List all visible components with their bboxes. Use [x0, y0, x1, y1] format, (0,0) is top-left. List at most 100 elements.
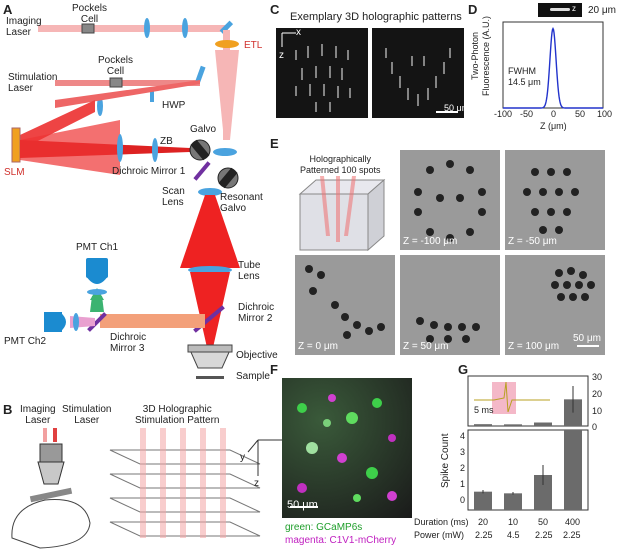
e-plane-5-label: Z = 100 μm	[508, 341, 560, 352]
d-xtick-3: 50	[575, 109, 586, 119]
stim-lens-1	[97, 96, 103, 116]
objective-top	[187, 344, 233, 353]
panel-e-letter: E	[270, 136, 279, 151]
c-scalebar-label: 50 μm	[444, 103, 470, 113]
g-ylabel: Spike Count	[440, 433, 451, 488]
e-plane-1-label: Z = -100 μm	[403, 236, 458, 247]
stim-beam-back	[55, 80, 200, 108]
pmt2-tip	[60, 312, 66, 332]
e-cube	[298, 176, 386, 252]
c-image-right	[372, 28, 464, 118]
etl-lens	[215, 40, 239, 48]
sample-plate	[196, 376, 224, 379]
d-xtick-4: 100	[597, 109, 613, 119]
b-pattern-label: 3D Holographic Stimulation Pattern	[135, 404, 220, 426]
panel-a-optical-diagram	[11, 18, 240, 379]
pockels-cell-1-label: Pockels Cell	[72, 3, 108, 25]
e-cube-label: Holographically Patterned 100 spots	[300, 154, 381, 175]
resonant-bar	[218, 167, 238, 189]
imaging-laser-label: Imaging Laser	[6, 16, 42, 38]
d-scalebar-label: 20 μm	[588, 5, 616, 16]
f-scalebar-label: 50 μm	[287, 499, 318, 511]
g-power-1: 4.5	[507, 530, 520, 540]
d-fwhm-curve	[503, 27, 603, 109]
pmt1-body	[86, 258, 108, 278]
b-headplate	[29, 487, 73, 503]
stim-lens-3	[152, 138, 158, 162]
g-bar-upper-1	[504, 424, 522, 426]
g-bar-upper-0	[474, 424, 492, 426]
e-scalebar-label: 50 μm	[573, 333, 601, 344]
b-axis-z-label: z	[254, 478, 259, 489]
pmt1-tip	[86, 276, 108, 284]
d-plot-frame	[502, 21, 604, 109]
b-plane-4	[109, 521, 261, 537]
b-microscope-body	[39, 443, 63, 463]
galvo-bar	[190, 139, 210, 161]
b-mouse	[11, 498, 91, 549]
zb-label: ZB	[160, 136, 173, 147]
g-duration-2: 50	[538, 517, 549, 527]
g-power-0: 2.25	[475, 530, 493, 540]
stimulation-laser-label: Stimulation Laser	[8, 72, 58, 94]
d-inset-image	[538, 3, 582, 17]
g-power-row-label: Power (mW)	[414, 530, 464, 540]
scan-lens-1	[213, 148, 237, 156]
pmt2-lens	[73, 313, 79, 331]
g-upper-ytick-3: 30	[592, 372, 603, 382]
objective-label: Objective	[236, 350, 278, 361]
b-plane-1	[109, 449, 261, 465]
g-inset-trace	[474, 381, 550, 413]
dichroic-2-label: Dichroic Mirror 2	[238, 302, 275, 324]
etl-label: ETL	[244, 40, 263, 51]
e-plane-5	[505, 255, 605, 355]
g-bar-chart	[467, 375, 589, 511]
b-plane-3	[109, 497, 261, 513]
imaging-beam	[38, 25, 228, 32]
c-image-left	[276, 28, 368, 118]
g-inset-scale: 5 ms	[474, 405, 494, 415]
f-legend-magenta: magenta: C1V1-mCherry	[285, 535, 397, 546]
tube-lens-label: Tube Lens	[238, 260, 261, 282]
slm-fan	[20, 120, 120, 175]
e-spots-1	[414, 160, 486, 242]
b-beams	[140, 428, 226, 538]
panel-f-letter: F	[270, 362, 278, 377]
g-upper-ytick-2: 20	[592, 389, 603, 399]
dichroic-1	[193, 161, 211, 181]
e-spots-5	[551, 267, 595, 301]
g-upper-ytick-0: 0	[592, 422, 598, 432]
g-bars	[474, 386, 582, 510]
d-xtick-1: -50	[520, 109, 534, 119]
panel-b-diagram	[11, 428, 282, 549]
sample-label: Sample	[236, 371, 270, 382]
g-bar-lower-1	[504, 493, 522, 510]
g-duration-1: 10	[508, 517, 519, 527]
g-power-2: 2.25	[535, 530, 553, 540]
stim-mirror	[195, 65, 206, 83]
panel-d-letter: D	[468, 2, 478, 17]
b-plane-2	[109, 473, 261, 489]
g-duration-3: 400	[565, 517, 581, 527]
galvo-label: Galvo	[190, 124, 217, 135]
e-plane-3	[295, 255, 395, 355]
f-legend-green: green: GCaMP6s	[285, 522, 363, 533]
c-axis-x-label: x	[296, 27, 301, 38]
stim-beam	[55, 80, 200, 86]
g-bar-upper-3	[564, 399, 582, 426]
b-axis-y-label: y	[240, 452, 245, 463]
imaging-lens-2	[182, 18, 188, 38]
mirror-top-right	[219, 20, 234, 35]
g-bar-upper-2	[534, 422, 552, 426]
d-fwhm-label: FWHM 14.5 μm	[508, 66, 541, 87]
e-plane-4	[400, 255, 500, 355]
dichroic-3	[87, 312, 107, 332]
b-axis-y	[247, 439, 259, 453]
scan-lens-2	[198, 188, 222, 196]
hwp-plate	[150, 88, 154, 102]
d-xtick-2: 0	[551, 109, 557, 119]
pockels-cell-2-label: Pockels Cell	[98, 55, 134, 77]
f-image	[282, 378, 412, 518]
g-upper-frame	[467, 375, 589, 427]
pockels-cell-2	[109, 77, 123, 88]
